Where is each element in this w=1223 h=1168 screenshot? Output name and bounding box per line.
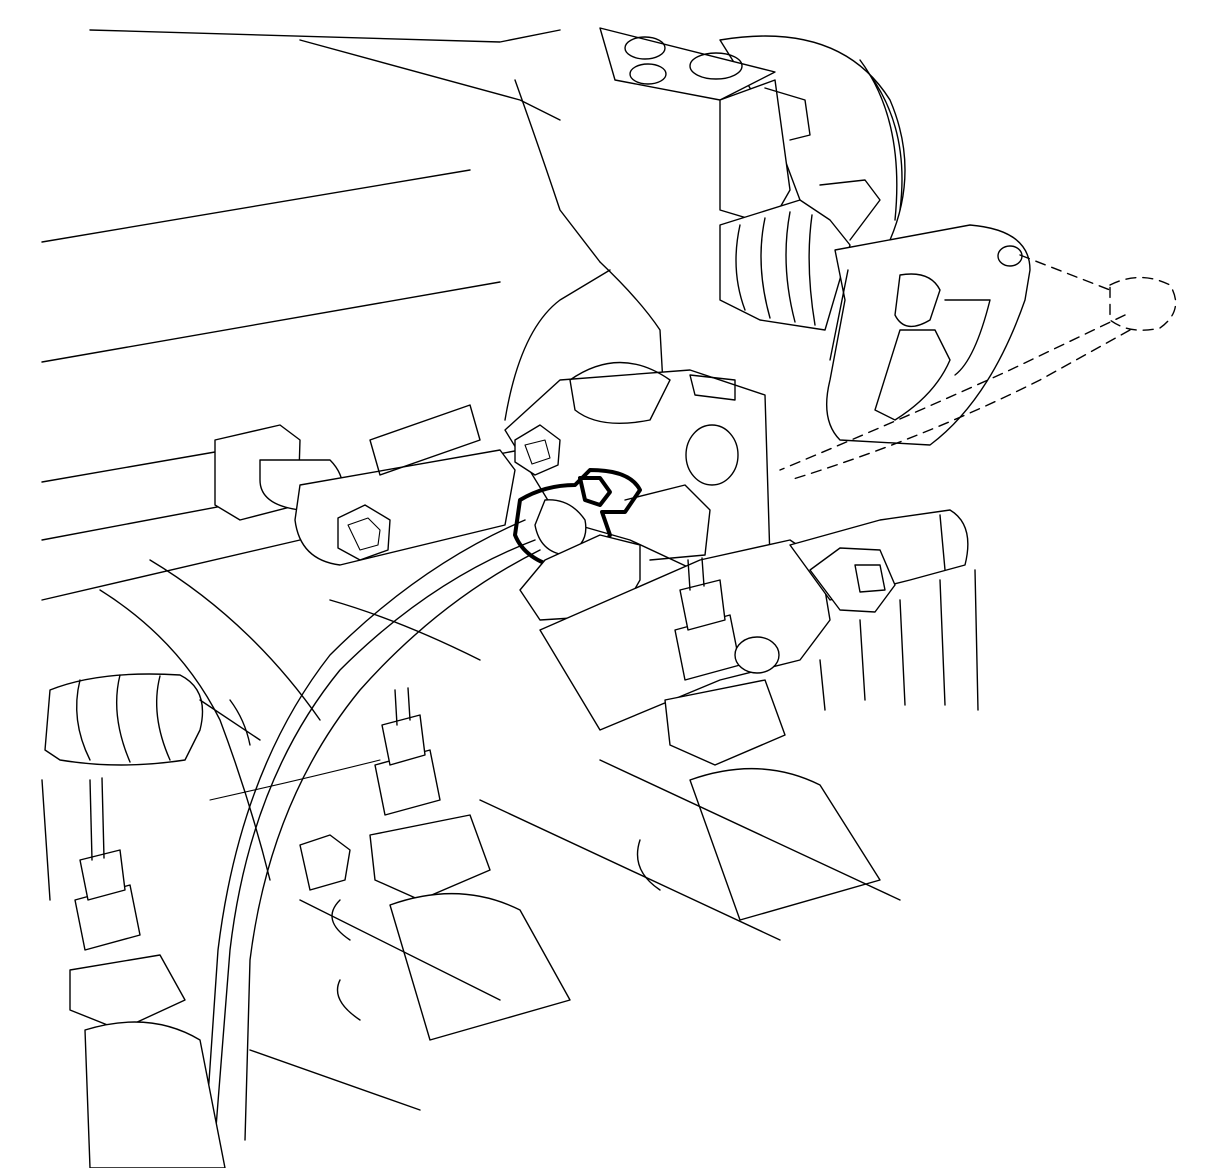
lower-engine: [41, 759, 901, 1111]
map-sensor-bracket: [214, 361, 771, 576]
fuel-injector-1: [69, 777, 226, 1168]
fuel-injector-3: [636, 557, 881, 921]
throttle-body: [599, 27, 906, 331]
fuel-injector-2: [299, 687, 571, 1041]
wiring-harness: [44, 519, 541, 1141]
throttle-position-sensor: [825, 224, 1031, 446]
